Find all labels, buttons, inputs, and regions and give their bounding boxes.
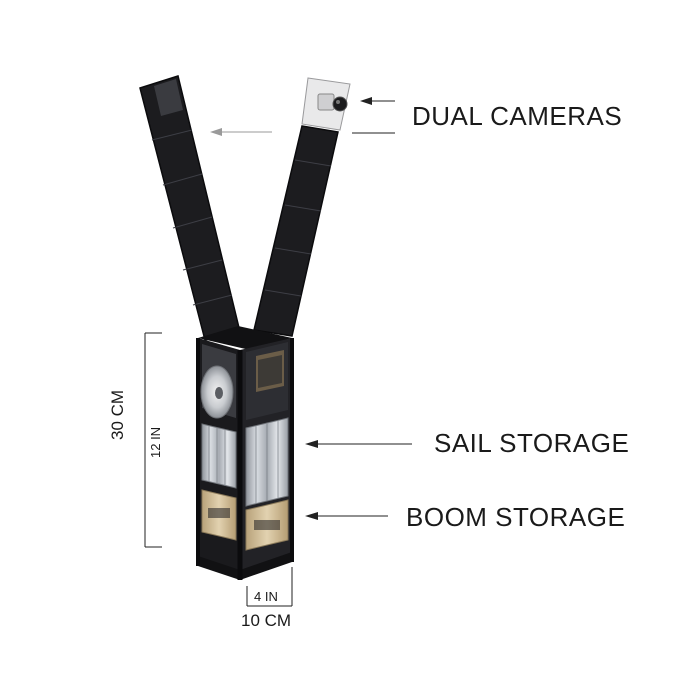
height-in-label: 12 IN xyxy=(148,426,163,458)
camera-module xyxy=(301,77,351,131)
label-sail-storage: SAIL STORAGE xyxy=(434,428,630,458)
width-in-label: 4 IN xyxy=(254,589,278,604)
left-solar-panel xyxy=(139,75,241,341)
height-dimension-bracket xyxy=(144,332,162,548)
camera-lens-icon xyxy=(332,96,348,112)
arrow-boom-storage xyxy=(305,512,388,520)
sail-storage-left xyxy=(201,423,237,489)
width-cm-label: 10 CM xyxy=(241,611,292,630)
height-cm-label: 30 CM xyxy=(108,389,127,440)
satellite-bus xyxy=(196,326,294,580)
width-dimension-bracket xyxy=(246,567,293,607)
label-dual-cameras: DUAL CAMERAS xyxy=(412,101,623,131)
label-boom-storage: BOOM STORAGE xyxy=(406,502,626,532)
arrow-dual-cameras xyxy=(352,97,395,134)
arrow-sail-storage xyxy=(305,440,412,448)
right-solar-panel xyxy=(253,125,339,337)
arrow-panel-hinge xyxy=(210,128,272,136)
